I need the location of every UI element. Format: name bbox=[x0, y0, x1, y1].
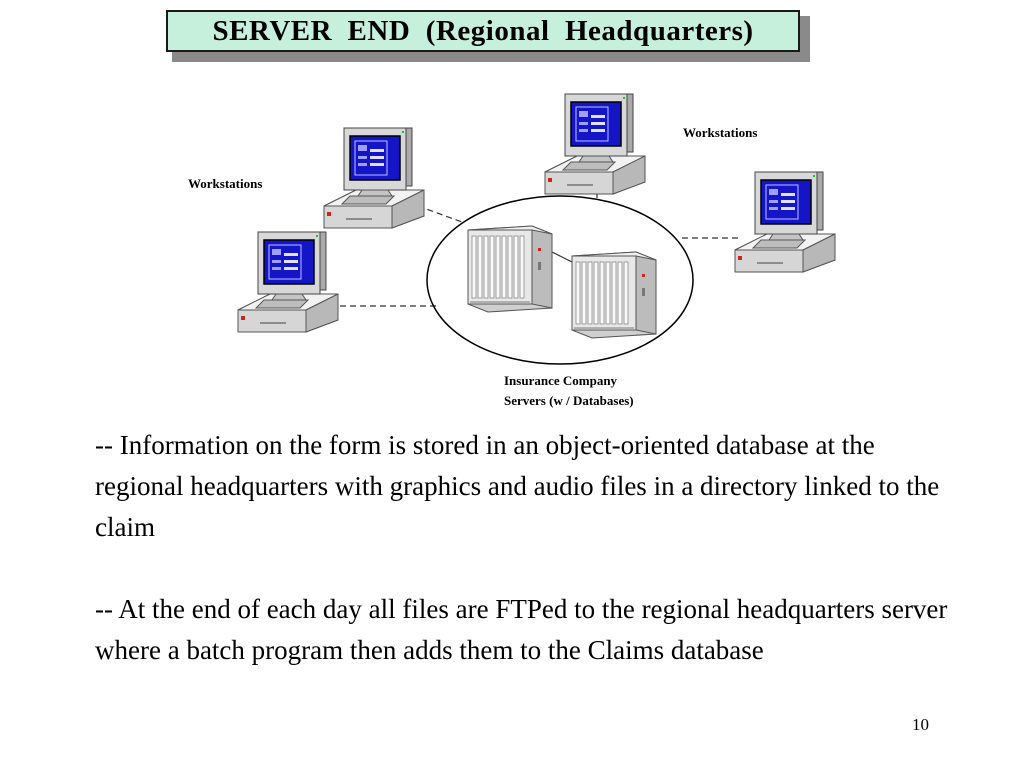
server-cluster-ellipse bbox=[426, 195, 694, 365]
server-2-icon bbox=[571, 251, 657, 339]
servers-label-line2: Servers (w / Databases) bbox=[504, 393, 634, 408]
servers-label-line1: Insurance Company bbox=[504, 373, 618, 388]
workstation-1-icon bbox=[323, 127, 425, 229]
body-text: -- Information on the form is stored in … bbox=[95, 425, 955, 712]
workstation-3-icon bbox=[544, 93, 646, 195]
workstation-4-icon bbox=[734, 171, 836, 273]
server-1-icon bbox=[467, 225, 553, 313]
body-paragraph-2: -- At the end of each day all files are … bbox=[95, 594, 948, 665]
slide-title: SERVER END (Regional Headquarters) bbox=[166, 10, 800, 52]
connection-line bbox=[551, 251, 573, 263]
workstations-label-right: Workstations bbox=[683, 125, 757, 140]
workstation-2-icon bbox=[237, 231, 339, 333]
page-number: 10 bbox=[912, 715, 929, 734]
title-banner: SERVER END (Regional Headquarters) bbox=[166, 10, 810, 62]
body-paragraph-1: -- Information on the form is stored in … bbox=[95, 430, 940, 542]
workstations-label-left: Workstations bbox=[188, 176, 262, 191]
connection-line bbox=[417, 205, 463, 223]
